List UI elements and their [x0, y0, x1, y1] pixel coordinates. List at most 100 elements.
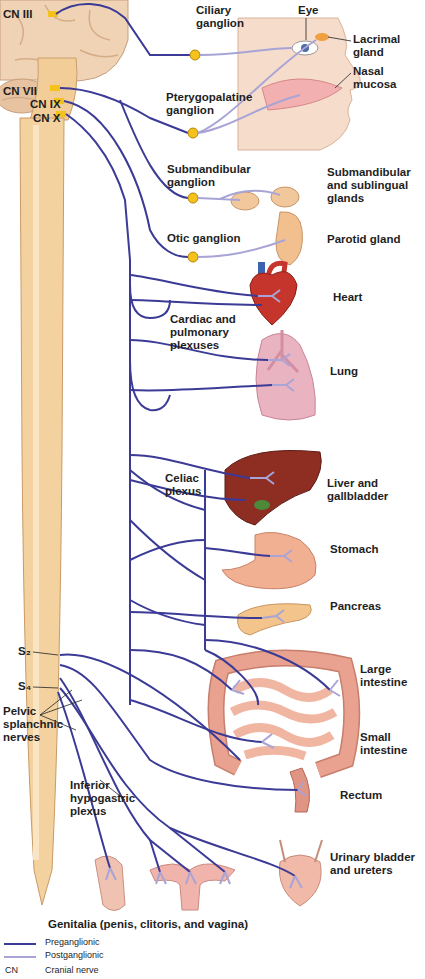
- postganglionic-fibres: [106, 40, 340, 888]
- plexus-label: Celiac plexus: [165, 472, 215, 498]
- ganglion-label: Ciliary ganglion: [196, 4, 254, 30]
- post-fork: [232, 680, 244, 694]
- organ-label: Stomach: [330, 543, 400, 556]
- cord-highlight: [33, 125, 39, 860]
- leader-line: [33, 652, 58, 655]
- post-fork: [270, 550, 292, 562]
- legend-line-sample: [4, 943, 36, 945]
- organ-label: Eye: [298, 4, 328, 17]
- plexus-loop: [130, 285, 170, 318]
- cardiac-branch: [130, 300, 262, 305]
- nucleus: [50, 85, 60, 91]
- parotid-gland: [276, 212, 303, 265]
- organ-label: Genitalia (penis, clitoris, and vagina): [48, 918, 378, 931]
- organ-label: Small intestine: [360, 731, 422, 757]
- cn3-fibre: [56, 4, 190, 55]
- organ-label: Nasal mucosa: [353, 65, 413, 91]
- pancreatic-branch: [130, 612, 262, 618]
- post-fork: [272, 379, 294, 391]
- ureter: [280, 840, 322, 862]
- legend-abbreviation: CN: [5, 965, 35, 976]
- cranial-nerve-label: CN X: [33, 112, 73, 125]
- legend-text: Preganglionic: [45, 937, 100, 948]
- nerve-label: Pelvic splanchnic nerves: [3, 705, 73, 744]
- leader-line: [306, 18, 307, 40]
- sacral-fibre: [150, 828, 225, 872]
- large-intestine-inner: [216, 658, 352, 770]
- leader-line: [33, 687, 58, 688]
- large-intestine: [216, 658, 352, 770]
- post-fork: [106, 868, 116, 880]
- post-fork: [262, 734, 274, 748]
- organ-label: Rectum: [340, 789, 400, 802]
- vagus-trunk: [66, 114, 130, 705]
- organ-label: Liver and gallbladder: [327, 477, 399, 503]
- post-fork: [258, 290, 280, 302]
- penis: [95, 856, 125, 911]
- leader-lines: [33, 18, 351, 800]
- legend-text: Postganglionic: [45, 950, 104, 961]
- plexus-loop: [130, 360, 170, 410]
- sublingual-gland: [271, 187, 299, 207]
- organ-label: Lacrimal gland: [353, 33, 415, 59]
- post-fibre: [198, 40, 316, 133]
- colic-branch: [205, 640, 330, 690]
- spinal-segment-label: S₂: [18, 645, 38, 658]
- post-fork: [262, 610, 284, 622]
- pterygopalatine-ganglion: [188, 128, 198, 138]
- nasal-mucosa: [262, 79, 342, 110]
- lung: [256, 334, 315, 420]
- organ-label: Heart: [333, 291, 393, 304]
- plexus-label: Inferior hypogastric plexus: [70, 779, 144, 818]
- face: [238, 18, 360, 150]
- intestinal-branch: [205, 650, 258, 705]
- organ-label: Parotid gland: [327, 233, 422, 246]
- organ-label: Urinary bladder and ureters: [330, 851, 425, 877]
- sacral-fibre: [60, 665, 298, 790]
- pulmonary-branch: [130, 385, 272, 391]
- submandibular-gland: [231, 192, 259, 210]
- legend-line-sample: [4, 956, 36, 958]
- post-fork: [298, 782, 306, 796]
- organ-label: Large intestine: [360, 663, 422, 689]
- post-fork: [330, 680, 340, 696]
- urinary-bladder: [279, 855, 321, 906]
- ganglion-label: Submandibular ganglion: [167, 163, 257, 189]
- gallbladder: [254, 500, 270, 510]
- cardiac-branch: [130, 275, 258, 296]
- celiac-trunk: [204, 470, 206, 650]
- heart: [250, 272, 297, 325]
- leader-line: [335, 73, 351, 88]
- liver: [225, 450, 321, 525]
- gastric-branch: [205, 548, 270, 556]
- preganglionic-fibres: [56, 4, 330, 876]
- small-intestine: [232, 683, 335, 757]
- spinal-segment-label: S₄: [18, 680, 38, 693]
- organ-label: Lung: [330, 365, 380, 378]
- spinal-cord: [20, 118, 64, 905]
- legend-text: Cranial nerve: [45, 965, 99, 976]
- cranial-nerve-label: CN III: [3, 8, 63, 21]
- stomach: [222, 532, 316, 588]
- sacral-fibre: [60, 678, 190, 872]
- ciliary-ganglion: [190, 50, 200, 60]
- cranial-nerve-label: CN IX: [30, 98, 70, 111]
- post-fibre: [200, 48, 292, 55]
- ganglion-label: Pterygopalatine ganglion: [166, 91, 264, 117]
- bronchus: [268, 330, 298, 372]
- organ-label: Submandibular and sublingual glands: [327, 166, 424, 205]
- organ-label: Pancreas: [330, 600, 400, 613]
- pancreas: [238, 604, 312, 635]
- ganglion-label: Otic ganglion: [167, 232, 267, 245]
- sacral-fibre: [60, 688, 295, 876]
- post-fork: [250, 472, 274, 484]
- plexus-label: Cardiac and pulmonary plexuses: [170, 313, 248, 352]
- cranial-nerve-label: CN VII: [3, 85, 53, 98]
- post-fork: [156, 872, 230, 884]
- submandibular-ganglion: [188, 193, 198, 203]
- sacral-fibre: [60, 655, 240, 760]
- post-fork: [268, 354, 290, 366]
- post-fork: [290, 876, 302, 888]
